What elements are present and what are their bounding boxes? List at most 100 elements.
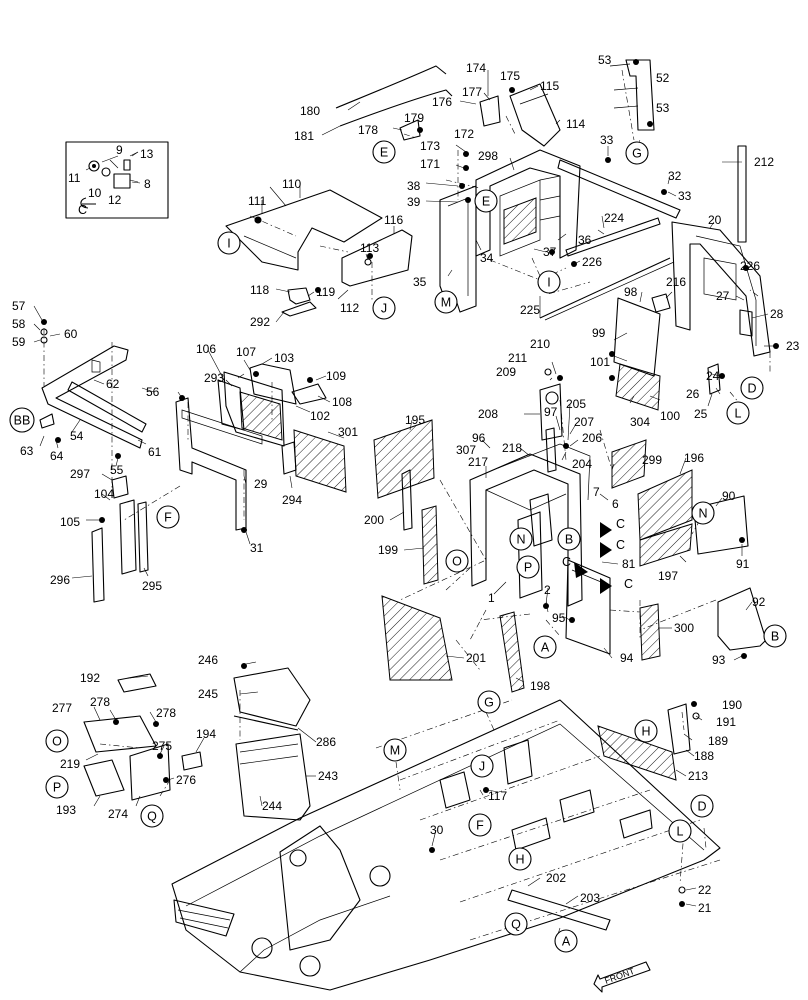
part-number-label: 276 <box>176 773 196 787</box>
plate-208 <box>539 383 563 441</box>
rod-225 <box>539 257 671 319</box>
part-number-label: 34 <box>480 251 494 265</box>
part-number-label: 180 <box>300 104 320 118</box>
bracket-297 <box>111 475 129 499</box>
svg-text:C: C <box>616 517 625 531</box>
part-number-label: 244 <box>262 799 282 813</box>
front-label: FRONT <box>603 966 636 986</box>
ref-circle-h-2: H <box>508 847 532 871</box>
part-number-label: 293 <box>204 371 224 385</box>
section-c-labels: C C C C C <box>78 203 633 591</box>
part-number-label: 54 <box>70 429 84 443</box>
part-number-label: 208 <box>478 407 498 421</box>
part-number-label: 177 <box>462 85 482 99</box>
panel-195 <box>373 419 435 499</box>
svg-text:J: J <box>479 760 485 774</box>
part-number-label: 96 <box>472 431 486 445</box>
svg-text:N: N <box>698 507 707 521</box>
part-number-label: 209 <box>496 365 516 379</box>
part-number-label: 175 <box>500 69 520 83</box>
part-numbers: 1 2 6 7 8 9 10 11 12 13 20 21 22 23 24 2… <box>12 53 800 915</box>
svg-text:B: B <box>565 533 573 547</box>
svg-text:P: P <box>524 561 532 575</box>
main-frame-upper <box>439 149 771 357</box>
ref-circle-f-1: F <box>156 505 180 529</box>
panel-100 <box>615 363 661 411</box>
bracket-188 <box>667 703 691 755</box>
part-number-label: 176 <box>432 95 452 109</box>
bolt-113 <box>367 253 373 259</box>
handrail-52 <box>625 59 655 131</box>
part-number-label: 53 <box>656 101 670 115</box>
leader-lines <box>33 70 776 907</box>
strip-199 <box>421 505 439 585</box>
part-number-label: 190 <box>722 698 742 712</box>
part-number-label: 210 <box>530 337 550 351</box>
part-number-label: 217 <box>468 455 488 469</box>
part-number-label: 13 <box>140 147 154 161</box>
svg-text:N: N <box>516 533 525 547</box>
part-number-label: 219 <box>60 757 80 771</box>
part-number-label: 92 <box>752 595 766 609</box>
part-number-label: 301 <box>338 425 358 439</box>
svg-text:L: L <box>735 407 742 421</box>
plate-94 <box>565 559 611 655</box>
svg-text:Q: Q <box>511 918 521 932</box>
part-number-label: 181 <box>294 129 314 143</box>
bolt-111 <box>255 217 261 223</box>
part-number-label: 104 <box>94 487 114 501</box>
part-number-label: 294 <box>282 493 302 507</box>
panel-299 <box>611 439 647 489</box>
part-number-label: 30 <box>430 823 444 837</box>
svg-text:I: I <box>227 237 230 251</box>
part-number-label: 211 <box>508 351 527 365</box>
svg-text:M: M <box>441 296 451 310</box>
svg-text:F: F <box>476 819 484 833</box>
rod-180 <box>335 65 447 109</box>
ref-circle-o-2: O <box>45 729 69 753</box>
ref-circle-m-2: M <box>383 738 407 762</box>
part-number-label: 33 <box>600 133 614 147</box>
part-number-label: 286 <box>316 735 336 749</box>
part-number-label: 119 <box>316 285 335 299</box>
part-number-label: 27 <box>716 289 730 303</box>
plate-90 <box>693 495 749 555</box>
ref-circle-d-2: D <box>690 794 714 818</box>
svg-text:C: C <box>562 555 571 569</box>
part-number-label: 213 <box>688 769 708 783</box>
part-number-label: 171 <box>420 157 440 171</box>
part-number-label: 98 <box>624 285 638 299</box>
part-number-label: 29 <box>254 477 268 491</box>
part-number-label: 207 <box>574 415 594 429</box>
ref-circle-d-1: D <box>740 376 764 400</box>
part-number-label: 94 <box>620 651 634 665</box>
part-number-label: 52 <box>656 71 670 85</box>
part-number-label: 278 <box>90 695 110 709</box>
part-number-label: 106 <box>196 342 216 356</box>
svg-text:A: A <box>541 641 550 655</box>
part-number-label: 105 <box>60 515 80 529</box>
box-216 <box>651 293 671 313</box>
svg-text:D: D <box>747 382 756 396</box>
cover-114 <box>509 83 561 147</box>
panel-196 <box>637 469 693 541</box>
ref-circle-q-2: Q <box>504 912 528 936</box>
bracket-118-119 <box>281 287 317 317</box>
part-number-label: 112 <box>340 301 359 315</box>
part-number-label: 59 <box>12 335 26 349</box>
ref-circle-p-1: P <box>516 555 540 579</box>
part-number-label: 57 <box>12 299 26 313</box>
svg-text:H: H <box>641 725 650 739</box>
part-number-label: 297 <box>70 467 90 481</box>
part-number-label: 275 <box>152 739 172 753</box>
bar-224 <box>565 217 661 257</box>
panel-197 <box>639 523 693 567</box>
panel-301 <box>293 429 347 493</box>
section-arrows-c <box>574 522 612 594</box>
part-number-label: 295 <box>142 579 162 593</box>
part-number-label: 193 <box>56 803 76 817</box>
ref-circle-b-2: B <box>763 624 787 648</box>
part-number-label: 113 <box>360 241 379 255</box>
svg-text:M: M <box>390 744 400 758</box>
